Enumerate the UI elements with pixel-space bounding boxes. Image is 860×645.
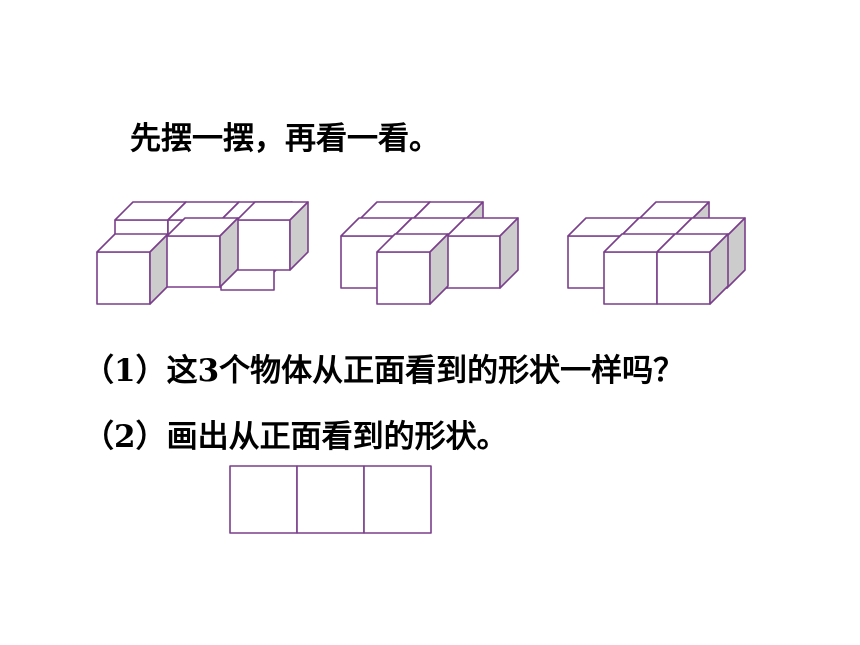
cube xyxy=(656,233,729,305)
instruction-text: 先摆一摆，再看一看。 xyxy=(130,121,440,157)
cube xyxy=(446,217,519,289)
question-1: （1）这3个物体从正面看到的形状一样吗？ xyxy=(83,353,685,389)
front-view-answer-grid xyxy=(229,465,432,534)
cube-figure-1 xyxy=(96,201,309,305)
grid-square xyxy=(229,465,298,534)
cube xyxy=(603,233,676,305)
cube-figure-2 xyxy=(340,201,519,305)
cube xyxy=(236,201,309,271)
cube xyxy=(96,233,169,305)
cube-figure-3 xyxy=(567,201,746,305)
cube xyxy=(166,217,239,288)
question-2: （2）画出从正面看到的形状。 xyxy=(83,419,508,455)
grid-square xyxy=(363,465,432,534)
grid-square xyxy=(296,465,365,534)
cube xyxy=(376,233,449,305)
